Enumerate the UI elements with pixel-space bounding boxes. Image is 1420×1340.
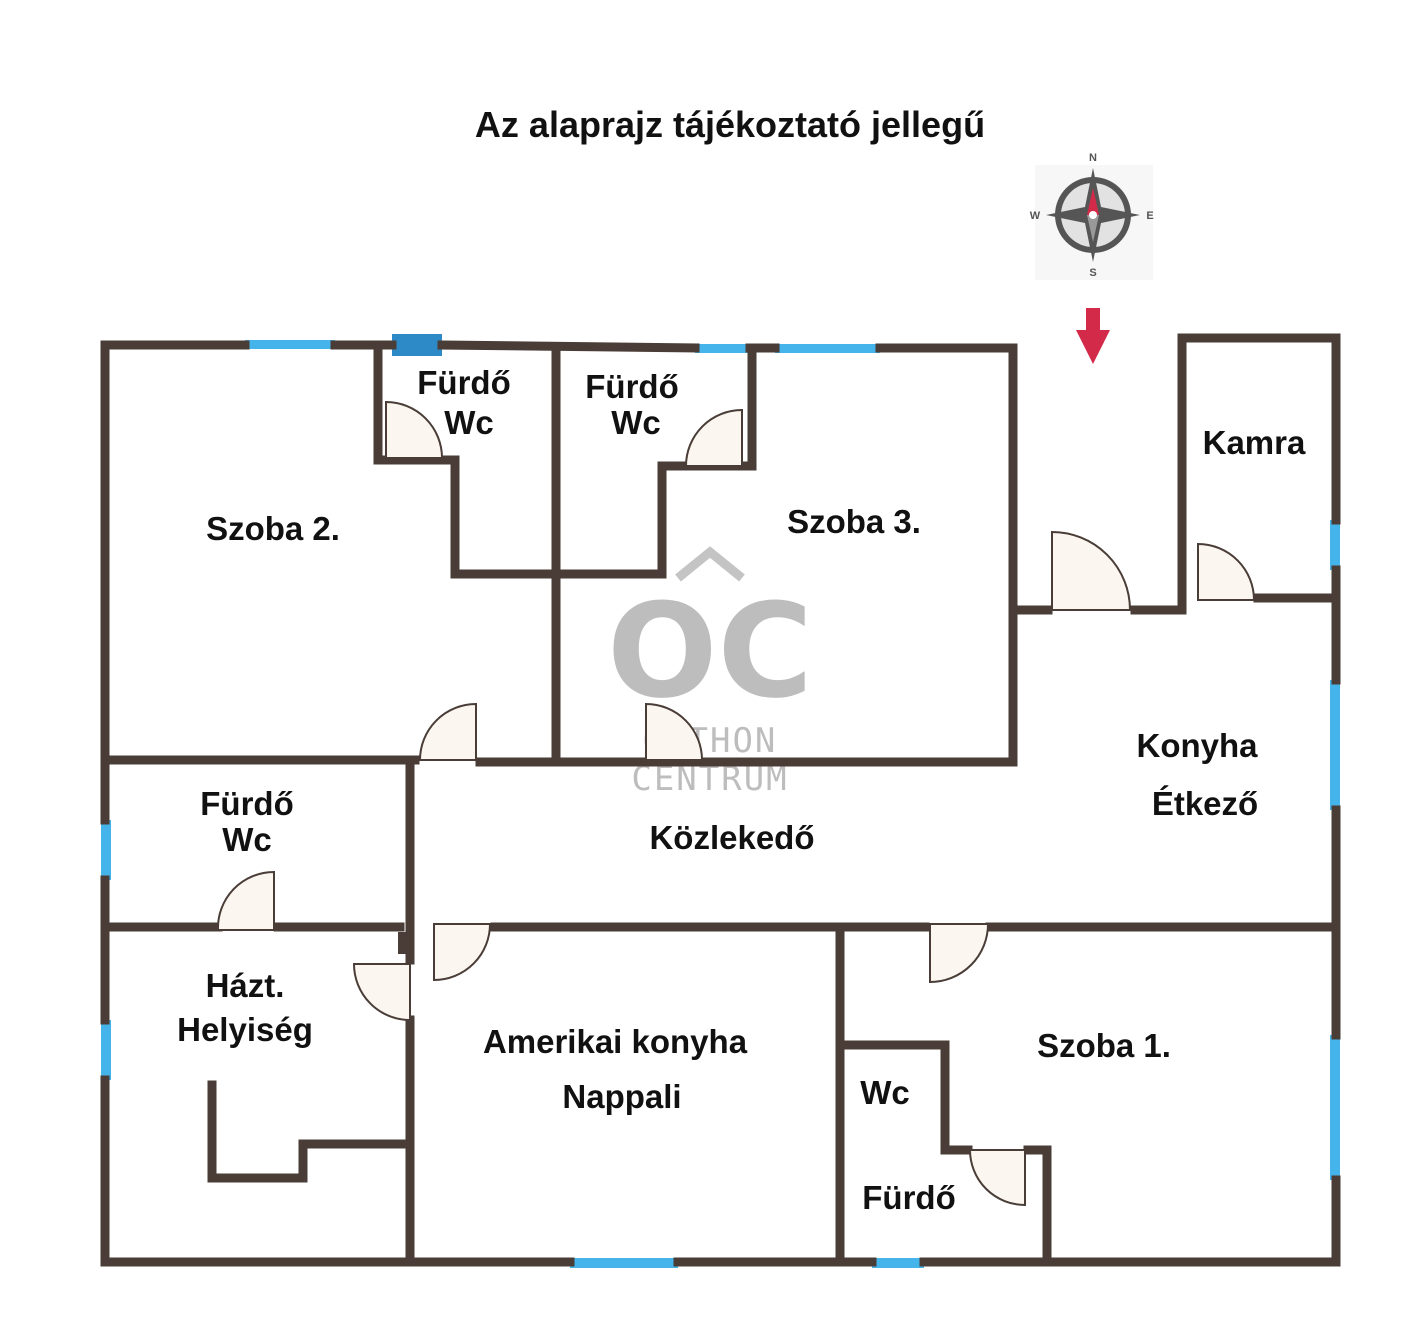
entrance-arrow-icon xyxy=(1076,308,1110,364)
door xyxy=(645,702,704,761)
door xyxy=(216,870,275,931)
door xyxy=(352,963,411,1022)
room-label-szoba-2: Szoba 2. xyxy=(206,510,340,547)
window xyxy=(392,334,442,356)
window xyxy=(245,340,335,349)
door xyxy=(968,1149,1026,1207)
room-label-helyiseg: Helyiség xyxy=(177,1011,313,1048)
door xyxy=(433,923,492,982)
windows xyxy=(101,334,1340,1268)
room-label-furdo-wc-b-2: Wc xyxy=(611,404,661,441)
compass-north-label: N xyxy=(1089,152,1097,164)
compass-east-label: E xyxy=(1146,210,1153,222)
window xyxy=(570,1258,678,1268)
door xyxy=(929,923,990,984)
window xyxy=(1330,520,1340,570)
window xyxy=(1330,680,1340,810)
room-label-kozlekedo: Közlekedő xyxy=(649,819,814,856)
walls xyxy=(100,333,1341,1267)
room-label-kamra: Kamra xyxy=(1203,424,1306,461)
room-label-furdo-wc-a-1: Fürdő xyxy=(417,364,510,401)
room-label-konyha: Konyha xyxy=(1136,727,1258,764)
door xyxy=(385,400,444,459)
window xyxy=(775,344,880,353)
room-label-amerikai-konyha: Amerikai konyha xyxy=(483,1023,748,1060)
door xyxy=(418,702,477,761)
wall-pillar xyxy=(398,932,414,954)
compass-west-label: W xyxy=(1030,210,1041,222)
room-label-furdo: Fürdő xyxy=(862,1179,955,1216)
room-label-furdo-wc-c-2: Wc xyxy=(222,821,272,858)
door xyxy=(1197,542,1256,601)
room-label-furdo-wc-c-1: Fürdő xyxy=(200,785,293,822)
doors xyxy=(216,400,1256,1207)
window xyxy=(695,344,750,353)
door xyxy=(684,408,743,467)
room-label-wc: Wc xyxy=(860,1074,910,1111)
room-label-szoba-1: Szoba 1. xyxy=(1037,1027,1171,1064)
room-label-nappali: Nappali xyxy=(562,1078,681,1115)
window xyxy=(101,1020,111,1080)
room-label-szoba-3: Szoba 3. xyxy=(787,503,921,540)
watermark-logo: OC xyxy=(607,575,813,727)
room-label-etkezo: Étkező xyxy=(1152,785,1258,822)
room-label-hazt: Házt. xyxy=(206,967,285,1004)
plan-title: Az alaprajz tájékoztató jellegű xyxy=(474,104,986,145)
watermark-roof-icon xyxy=(675,546,745,582)
door xyxy=(1051,530,1132,611)
room-labels: Fürdő Wc Fürdő Wc Szoba 2. Szoba 3. Kamr… xyxy=(177,364,1306,1216)
window xyxy=(1330,1035,1340,1180)
room-label-furdo-wc-a-2: Wc xyxy=(444,404,494,441)
compass-south-label: S xyxy=(1089,267,1096,279)
compass-icon: N E S W xyxy=(1030,152,1154,280)
room-label-furdo-wc-b-1: Fürdő xyxy=(585,368,678,405)
window xyxy=(101,820,111,880)
window xyxy=(872,1258,924,1268)
